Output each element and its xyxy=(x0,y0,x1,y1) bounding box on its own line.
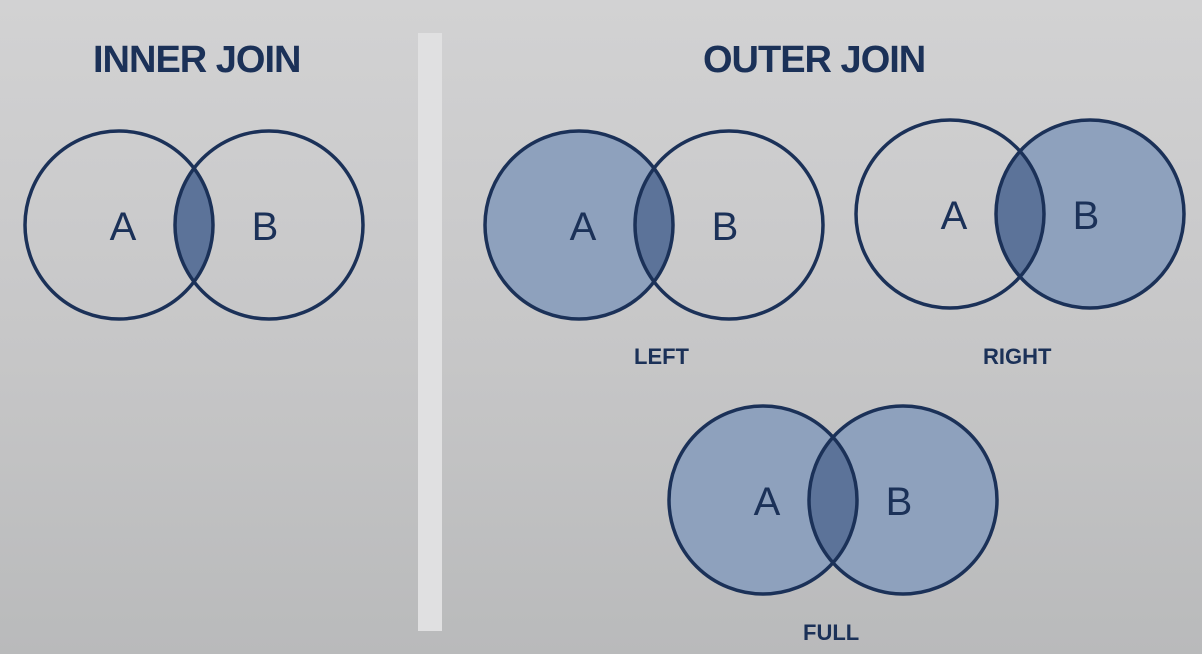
set-b-circle xyxy=(807,404,999,596)
set-b-circle xyxy=(994,118,1186,310)
set-a-circle xyxy=(854,118,1046,310)
set-b-circle xyxy=(633,129,825,321)
set-a-circle xyxy=(667,404,859,596)
right-join-caption: RIGHT xyxy=(983,344,1052,369)
set-b-fill xyxy=(996,120,1184,308)
set-a-circle xyxy=(483,129,675,321)
set-b-label: B xyxy=(1073,194,1100,238)
set-a-fill xyxy=(485,131,673,319)
set-a-fill xyxy=(669,406,857,594)
set-a-label: A xyxy=(570,205,597,249)
set-b-circle xyxy=(173,129,365,321)
inner-join-heading: INNER JOIN xyxy=(93,39,301,81)
full-join-caption: FULL xyxy=(803,620,860,645)
set-a-circle xyxy=(23,129,215,321)
set-b-label: B xyxy=(712,205,739,249)
left-join-caption: LEFT xyxy=(634,344,689,369)
section-divider xyxy=(418,33,442,631)
outer-join-heading: OUTER JOIN xyxy=(703,39,926,81)
set-b-label: B xyxy=(252,205,279,249)
set-b-fill xyxy=(809,406,997,594)
set-b-label: B xyxy=(886,480,913,524)
set-a-label: A xyxy=(110,205,137,249)
set-a-label: A xyxy=(754,480,781,524)
set-a-label: A xyxy=(941,194,968,238)
